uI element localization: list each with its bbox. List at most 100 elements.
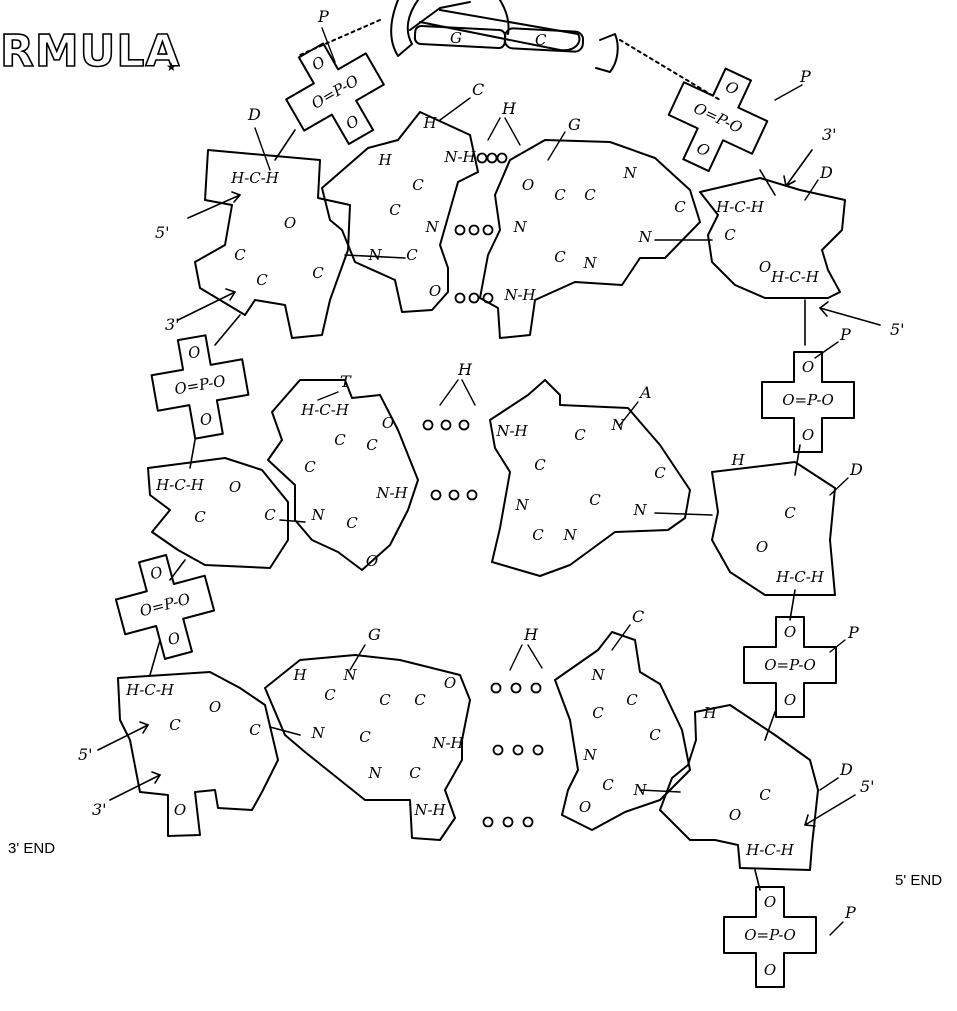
label-h-1: H [501, 99, 517, 118]
h-bond-dot [482, 224, 494, 236]
h-bond-dot [430, 489, 442, 501]
label-p-5: P [844, 903, 856, 922]
arrows [97, 149, 881, 827]
atom-glyph: N [367, 246, 382, 264]
atom-glyph: H-C-H [745, 841, 795, 859]
atom-glyph: C [759, 786, 771, 804]
base-cytosine-2 [554, 631, 691, 831]
atom-glyph: C [654, 464, 666, 482]
h-bond-dot [466, 489, 478, 501]
atom-glyph: H-C-H [155, 476, 205, 494]
phosphate-top-o: O [802, 358, 814, 376]
atom-glyph: N [632, 501, 647, 519]
h-bond-dot [448, 489, 460, 501]
h-bond-dot [440, 419, 452, 431]
atom-glyph: H-C-H [300, 401, 350, 419]
phosphate-cross-3: O=P-OOO [150, 334, 250, 440]
atom-glyph: N [637, 228, 652, 246]
atom-glyph: O [756, 538, 768, 556]
label-5prime-3: 5' [860, 777, 875, 796]
label-d-1: D [247, 105, 261, 124]
atom-glyph: C [534, 456, 546, 474]
h-bond-dot [502, 816, 514, 828]
atom-glyph: H [292, 666, 307, 684]
label-base-t: T [340, 372, 352, 391]
atom-glyph: H [422, 114, 437, 132]
phosphate-cross-2: O=P-OOO [667, 67, 769, 173]
atom-glyph: N [367, 764, 382, 782]
helix-base-g: G [450, 29, 462, 47]
atom-glyph: C [169, 716, 181, 734]
phosphate-top-o: O [723, 77, 742, 99]
h-bond-dot [454, 224, 466, 236]
phosphate-center-text: O=P-O [173, 372, 227, 399]
three-prime-end-label: 3' END [8, 840, 56, 857]
phosphate-top-o: O [309, 53, 329, 75]
phosphate-center-text: O=P-O [744, 926, 796, 944]
label-base-a: A [638, 383, 652, 402]
atom-glyph: H-C-H [230, 169, 280, 187]
sugar-ring-2 [147, 457, 289, 569]
atom-glyph: N [562, 526, 577, 544]
phosphate-cross-4: O=P-OOO [761, 351, 855, 453]
atom-glyph: N [582, 254, 597, 272]
atom-glyph: C [414, 691, 426, 709]
label-3prime-1: 3' [165, 315, 180, 334]
hydrogen-bonds [422, 152, 544, 828]
phosphate-bottom-o: O [764, 961, 776, 979]
h-bond-dot [510, 682, 522, 694]
h-bond-dot [468, 292, 480, 304]
sugar-ring-1 [194, 149, 351, 339]
label-d-4: D [839, 760, 853, 779]
label-5prime-2: 5' [890, 320, 905, 339]
phosphate-bottom-o: O [198, 410, 213, 430]
phosphate-cross-7: O=P-O O O [723, 886, 817, 988]
h-bond-dot [422, 419, 434, 431]
label-base-g-1: G [568, 115, 581, 134]
phosphate-top-o: O [764, 893, 776, 911]
atom-glyph: C [592, 704, 604, 722]
bases [264, 111, 701, 841]
h-bond-dot [532, 744, 544, 756]
phosphate-bottom-o: O [166, 629, 183, 650]
atom-glyph: C [649, 726, 661, 744]
atom-glyph: C [346, 514, 358, 532]
phosphate-cross-1: O=P-OOO [285, 42, 385, 146]
atom-glyph: N-H [375, 484, 408, 502]
sugar-ring-4 [699, 177, 846, 299]
atom-glyph: H-C-H [125, 681, 175, 699]
atom-glyph: C [784, 504, 796, 522]
atom-glyph: C [724, 226, 736, 244]
label-d-2: D [819, 163, 833, 182]
phosphate-center-text: O=P-O [764, 656, 816, 674]
label-p-2: P [799, 67, 811, 86]
label-h-3: H [523, 625, 539, 644]
sugar-ring-6 [659, 704, 819, 871]
atom-glyph: C [589, 491, 601, 509]
atom-glyph: H [702, 704, 717, 722]
atom-glyph: N-H [495, 422, 528, 440]
atom-glyph: C [249, 721, 261, 739]
phosphate-top-o: O [784, 623, 796, 641]
atom-glyph: C [359, 728, 371, 746]
atom-glyph: O [729, 806, 741, 824]
label-base-g-2: G [368, 625, 381, 644]
atom-glyph: C [312, 264, 324, 282]
atom-glyph: C [602, 776, 614, 794]
phosphate-center-text: O=P-O [782, 391, 834, 409]
atom-glyph: N [310, 506, 325, 524]
atom-glyph: H-C-H [715, 198, 765, 216]
backbone-lines [149, 129, 806, 891]
atom-glyph: N [512, 218, 527, 236]
label-base-c-2: C [632, 607, 644, 626]
atom-glyph: C [256, 271, 268, 289]
base-thymine [267, 379, 419, 571]
atom-glyph: N [342, 666, 357, 684]
atom-glyph: O [382, 414, 394, 432]
phosphate-bottom-o: O [343, 111, 363, 133]
h-bond-dot [454, 292, 466, 304]
label-p-4: P [847, 623, 859, 642]
atom-glyph: C [412, 176, 424, 194]
